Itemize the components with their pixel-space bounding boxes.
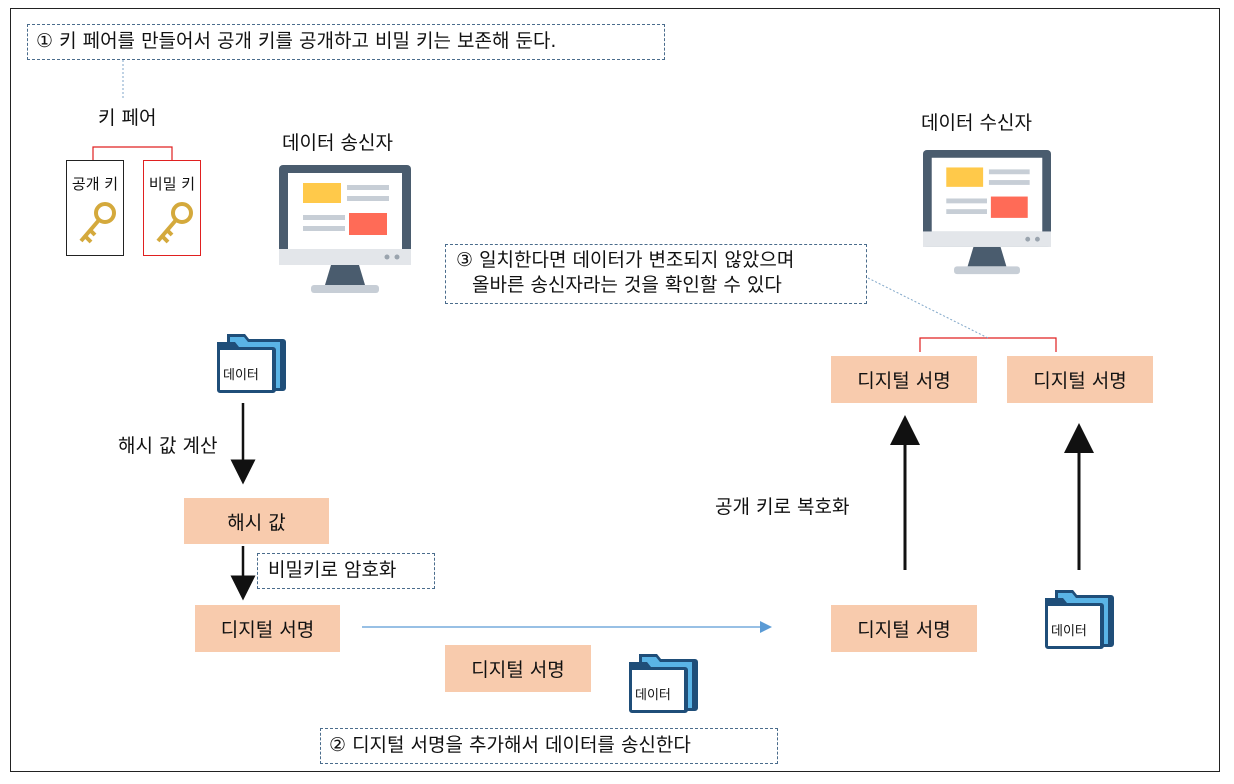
note-step3: ③ 일치한다면 데이터가 변조되지 않았으며 올바른 송신자라는 것을 확인할 … [445, 244, 867, 304]
private-key-label: 비밀 키 [148, 175, 196, 193]
receiver-monitor-icon [923, 150, 1051, 275]
note-step3-line2: 올바른 송신자라는 것을 확인할 수 있다 [472, 274, 782, 296]
signature-box-decrypted: 디지털 서명 [831, 356, 977, 403]
hash-calc-label: 해시 값 계산 [118, 435, 218, 457]
private-key-card: 비밀 키 [143, 160, 201, 256]
note-step1: ① 키 페어를 만들어서 공개 키를 공개하고 비밀 키는 보존해 둔다. [27, 24, 665, 60]
data-folder-label: 데이터 [635, 688, 671, 703]
sender-title: 데이터 송신자 [282, 132, 393, 154]
keypair-title: 키 페어 [98, 107, 157, 129]
receiver-title: 데이터 수신자 [921, 112, 1032, 134]
note3-leader [867, 277, 989, 339]
sender-monitor-icon [279, 165, 411, 293]
signature-box-received: 디지털 서명 [831, 605, 977, 652]
key-icon [79, 202, 116, 244]
signature-box-hashed: 디지털 서명 [1007, 356, 1153, 403]
folder-icon [1045, 590, 1114, 649]
public-key-card: 공개 키 [66, 160, 124, 256]
note-encrypt: 비밀키로 암호화 [257, 553, 435, 589]
public-decrypt-label: 공개 키로 복호화 [715, 496, 850, 518]
data-folder-label: 데이터 [1051, 624, 1087, 639]
signature-box-transit: 디지털 서명 [445, 645, 591, 692]
keypair-bracket [92, 146, 173, 160]
diagram-frame [10, 8, 1220, 772]
hash-value-box: 해시 값 [184, 498, 329, 544]
note-step3-line1: ③ 일치한다면 데이터가 변조되지 않았으며 [456, 249, 795, 271]
compare-bracket [919, 337, 1057, 352]
note-step2: ② 디지털 서명을 추가해서 데이터를 송신한다 [320, 728, 778, 764]
public-key-label: 공개 키 [71, 175, 119, 193]
key-icon [156, 202, 193, 244]
data-folder-label: 데이터 [223, 368, 259, 383]
signature-box-sender: 디지털 서명 [195, 605, 340, 652]
folder-icon [629, 654, 698, 713]
data-folder-sender: 데이터 [215, 330, 291, 396]
data-folder-transit: 데이터 [627, 650, 703, 716]
data-folder-receiver: 데이터 [1043, 586, 1119, 652]
folder-icon [217, 334, 286, 393]
